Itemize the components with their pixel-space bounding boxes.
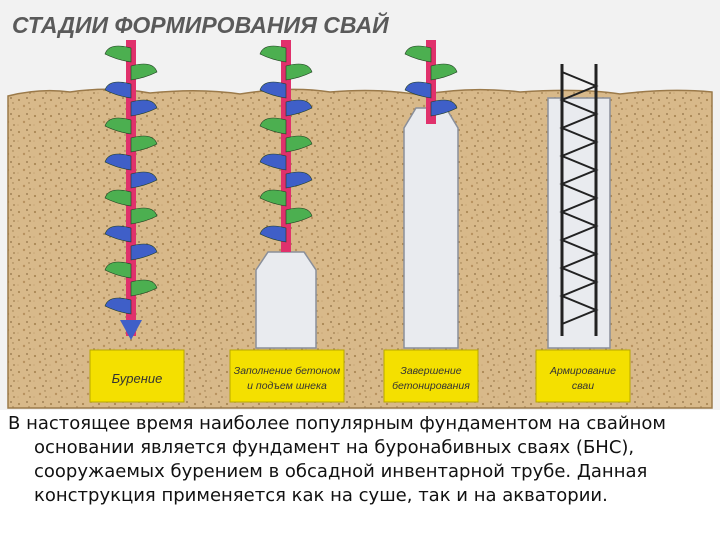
stage-label-text: сваи bbox=[572, 380, 594, 392]
stage-label-drilling: Бурение bbox=[90, 350, 184, 402]
pile-stages-diagram: СТАДИИ ФОРМИРОВАНИЯ СВАЙ Бурение Заполне… bbox=[0, 0, 720, 410]
stage-reinforcement bbox=[548, 64, 610, 348]
stage-label-text: Армирование bbox=[549, 365, 616, 377]
stage-label-text: Завершение bbox=[400, 365, 461, 377]
caption-paragraph: В настоящее время наиболее популярным фу… bbox=[8, 412, 720, 508]
stage-label-concrete-fill: Заполнение бетоном и подъем шнека bbox=[230, 350, 344, 402]
stage-label-reinforcement: Армирование сваи bbox=[536, 350, 630, 402]
stage-label-text: и подъем шнека bbox=[247, 380, 327, 392]
stage-label-text: Бурение bbox=[112, 371, 163, 386]
stage-label-concreting-complete: Завершение бетонирования bbox=[384, 350, 478, 402]
diagram-title: СТАДИИ ФОРМИРОВАНИЯ СВАЙ bbox=[12, 10, 389, 38]
stage-label-text: Заполнение бетоном bbox=[234, 365, 340, 377]
stage-label-text: бетонирования bbox=[392, 380, 470, 392]
